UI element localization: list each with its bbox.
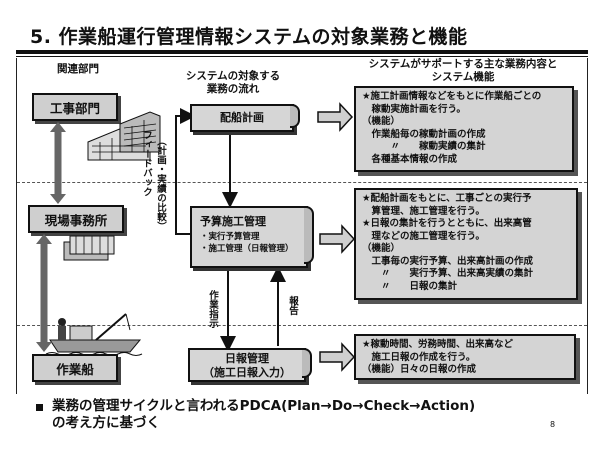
flow-dispatch-plan-title: 配船計画: [220, 111, 264, 124]
page-title: 5. 作業船運行管理情報システムの対象業務と機能: [30, 26, 468, 48]
desc-daily-report: ★稼動時間、労務時間、出来高など 施工日報の作成を行う。 （機能）日々の日報の作…: [354, 334, 576, 380]
desc-line: ★稼動時間、労務時間、出来高など: [362, 339, 514, 350]
header-support: システムがサポートする主な業務内容と システム機能: [338, 58, 588, 84]
dept-site-office-label: 現場事務所: [44, 212, 108, 228]
desc-line: 〃 日報の集計: [362, 280, 458, 292]
building-icon: [87, 111, 161, 161]
header-support-line1: システムがサポートする主な業務内容と: [368, 58, 558, 70]
desc-line: 〃 稼動実績の集計: [362, 141, 486, 152]
scroll-curl: [304, 206, 314, 264]
dept-work-ship: 作業船: [32, 354, 118, 382]
desc-line: （機能）: [362, 243, 401, 254]
flow-daily-report-title: 日報管理: [225, 352, 269, 365]
dept-site-office: 現場事務所: [28, 205, 124, 233]
title-rule: [16, 50, 588, 54]
row-divider-1: [17, 182, 587, 183]
header-flow-line2: 業務の流れ: [206, 83, 260, 95]
page-number: 8: [550, 420, 556, 429]
desc-dispatch-plan: ★施工計画情報などをもとに作業船ごとの 稼動実施計画を行う。 （機能） 作業船毎…: [354, 86, 574, 172]
desc-line: ★施工計画情報などをもとに作業船ごとの: [362, 91, 542, 102]
label-compare: （計画・実績の比較）: [155, 136, 166, 231]
desc-line: 施工日報の作成を行う。: [362, 351, 476, 363]
header-support-line2: システム機能: [431, 71, 495, 83]
desc-line: 理などの施工管理を行う。: [362, 230, 485, 242]
flow-budget-item-2: ・施工管理（日報管理）: [200, 244, 294, 254]
dept-link-arrows: [36, 122, 66, 352]
flow-daily-report-subtitle: （施工日報入力）: [203, 366, 291, 379]
desc-line: 〃 実行予算、出来高実績の集計: [362, 268, 534, 279]
desc-line: 工事毎の実行予算、出来高計画の作成: [362, 255, 534, 267]
label-report: 報告: [287, 296, 298, 315]
flow-budget-title: 予算施工管理: [200, 215, 266, 228]
dept-construction: 工事部門: [32, 93, 118, 121]
work-ship-icon: [45, 313, 143, 356]
diagram-frame: [16, 58, 588, 394]
desc-line: 算管理、施工管理を行う。: [362, 205, 485, 217]
header-flow-line1: システムの対象する: [185, 70, 281, 82]
row-divider-2: [17, 325, 587, 326]
footer-line2: の考え方に基づく: [52, 415, 160, 431]
title-rule-thin: [16, 56, 588, 57]
site-office-icon: [63, 235, 115, 261]
scroll-curl: [302, 348, 312, 378]
footer-bullet: [36, 404, 43, 411]
support-arrows: [317, 102, 356, 372]
label-instruction: 作業指示: [207, 290, 218, 328]
desc-line: （機能）日々の日報の作成: [362, 364, 477, 375]
footer-line1: 業務の管理サイクルと言われるPDCA(Plan→Do→Check→Action): [52, 398, 476, 414]
desc-line: 各種基本情報の作成: [362, 153, 458, 165]
flow-dispatch-plan: 配船計画: [190, 104, 300, 132]
desc-line: （機能）: [362, 116, 401, 127]
desc-budget-management: ★配船計画をもとに、工事ごとの実行予 算管理、施工管理を行う。 ★日報の集計を行…: [354, 188, 578, 300]
scroll-curl: [290, 104, 300, 128]
dept-construction-label: 工事部門: [49, 100, 100, 116]
flow-budget-management: 予算施工管理 ・実行予算管理 ・施工管理（日報管理）: [190, 206, 314, 268]
footer-note: 業務の管理サイクルと言われるPDCA(Plan→Do→Check→Action)…: [52, 398, 572, 432]
flow-daily-report: 日報管理 （施工日報入力）: [188, 348, 312, 382]
label-feedback: フィードバック: [141, 130, 152, 197]
flow-arrows: [175, 108, 286, 352]
desc-line: ★配船計画をもとに、工事ごとの実行予: [362, 193, 532, 204]
header-flow: システムの対象する 業務の流れ: [168, 70, 298, 96]
desc-line: 作業船毎の稼動計画の作成: [362, 128, 486, 140]
desc-line: 稼動実施計画を行う。: [362, 103, 466, 115]
dept-work-ship-label: 作業船: [56, 361, 94, 377]
flow-budget-item-1: ・実行予算管理: [200, 232, 260, 242]
header-departments: 関連部門: [57, 63, 99, 75]
desc-line: ★日報の集計を行うとともに、出来高管: [362, 218, 532, 229]
